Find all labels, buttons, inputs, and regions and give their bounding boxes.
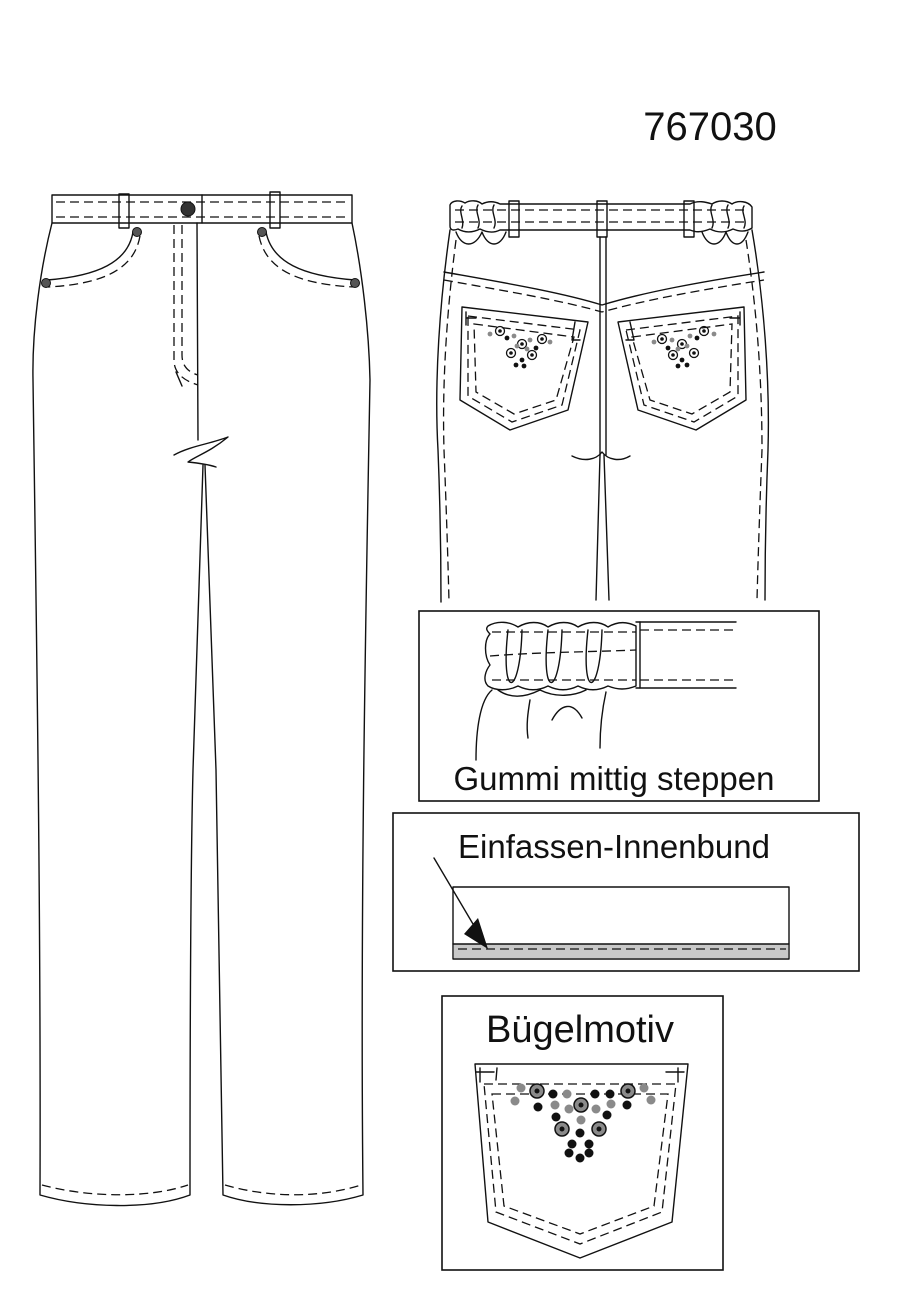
label-inner-waistband: Einfassen-Innenbund [458, 828, 770, 865]
back-waistband [449, 200, 753, 233]
front-belt-loop-right [269, 191, 281, 229]
detail-motif-box: Bügelmotiv [441, 995, 724, 1271]
back-pocket-left [459, 306, 589, 431]
binding-strip [454, 944, 788, 958]
front-leg-outline-left [32, 222, 204, 1207]
detail-binding-box: Einfassen-Innenbund [392, 812, 860, 972]
front-leg-outline-right [204, 222, 371, 1206]
back-pocket-motif-right [651, 325, 717, 369]
label-elastic: Gummi mittig steppen [454, 760, 775, 797]
iron-on-stud-motif [510, 1083, 656, 1163]
binding-pointer-arrow [464, 918, 488, 949]
label-iron-on-motif: Bügelmotiv [486, 1009, 674, 1051]
fly-stitching [173, 225, 199, 386]
back-view [436, 200, 770, 603]
front-belt-loop-left [118, 193, 130, 229]
back-pocket-motif-left [487, 325, 553, 369]
detail-elastic-box: Gummi mittig steppen [418, 610, 820, 802]
style-number: 767030 [643, 105, 776, 149]
back-pocket-right [617, 306, 747, 431]
front-view [32, 191, 371, 1207]
waist-button [180, 201, 196, 217]
